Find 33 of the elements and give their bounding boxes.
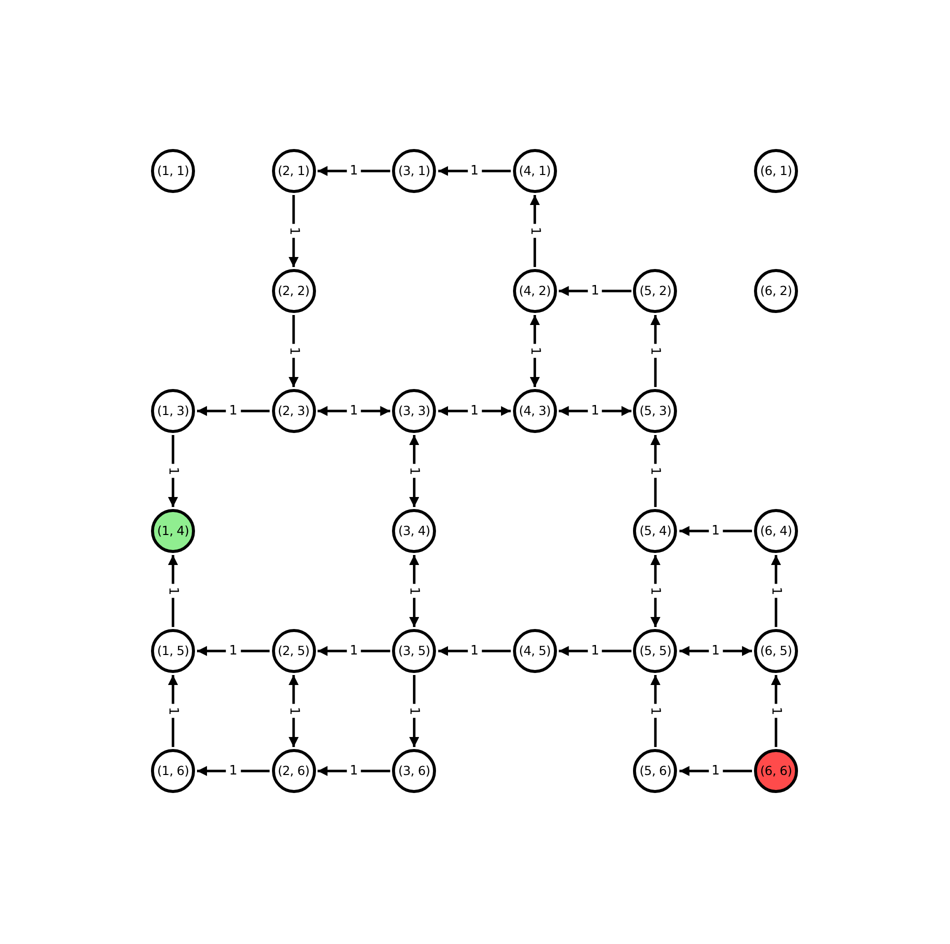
arrow <box>679 766 752 776</box>
arrow <box>288 315 299 387</box>
arrow <box>438 406 511 416</box>
arrow <box>650 555 660 627</box>
arrow <box>409 555 420 627</box>
arrow <box>679 646 752 656</box>
arrow <box>409 675 420 747</box>
arrow <box>438 166 511 176</box>
arrow <box>318 166 390 176</box>
arrow <box>438 646 511 656</box>
arrow <box>558 646 632 656</box>
arrow <box>771 675 781 747</box>
arrow <box>288 195 299 267</box>
arrow <box>288 675 299 747</box>
arrow <box>409 435 420 507</box>
arrow <box>318 406 390 416</box>
arrow <box>318 646 390 656</box>
arrow <box>530 315 540 387</box>
arrow <box>197 646 270 656</box>
arrow <box>318 766 390 776</box>
arrow <box>650 315 660 387</box>
arrow <box>558 286 632 296</box>
arrow <box>771 555 781 627</box>
arrow <box>558 406 632 416</box>
arrow <box>530 195 540 267</box>
arrow <box>168 555 178 627</box>
arrow <box>650 435 660 507</box>
arrow <box>197 406 270 416</box>
arrow <box>197 766 270 776</box>
arrow <box>168 435 178 507</box>
arrow <box>650 675 660 747</box>
arrow <box>168 675 178 747</box>
arrow <box>679 526 752 536</box>
